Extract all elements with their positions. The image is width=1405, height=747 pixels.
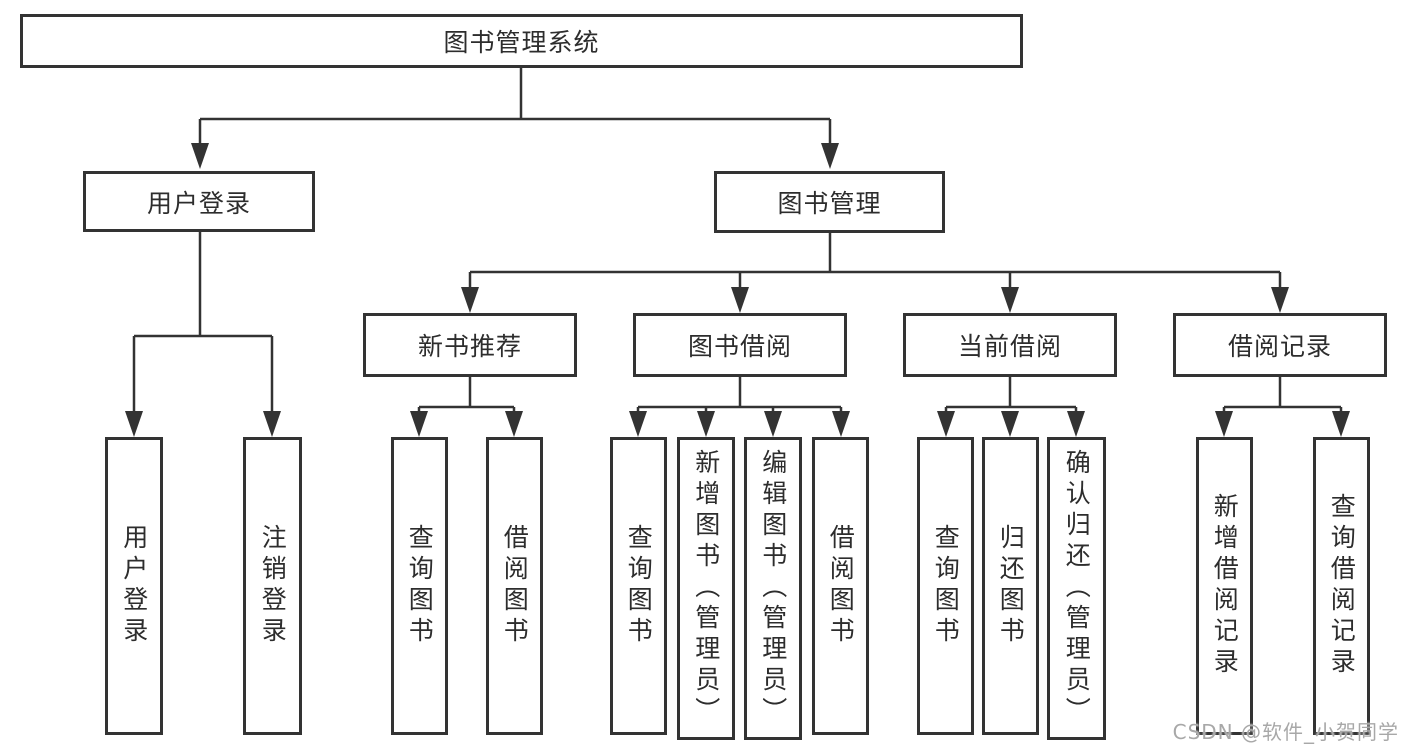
node-label: 确认归还（管理员） — [1062, 449, 1092, 728]
leaf-bb-query-books: 查询图书 — [610, 437, 667, 735]
node-user-login: 用户登录 — [83, 171, 315, 232]
node-label: 新增借阅记录 — [1210, 493, 1240, 679]
leaf-rec-query-books: 查询图书 — [391, 437, 448, 735]
leaf-br-query-record: 查询借阅记录 — [1313, 437, 1370, 735]
leaf-br-add-record: 新增借阅记录 — [1196, 437, 1253, 735]
watermark: CSDN @软件_小贺同学 — [1172, 720, 1399, 744]
node-label: 图书管理 — [777, 189, 882, 218]
arrow-heads — [125, 143, 1350, 437]
node-label: 借阅图书 — [826, 524, 856, 648]
leaf-logout: 注销登录 — [243, 437, 302, 735]
node-book-management: 图书管理 — [714, 171, 945, 233]
node-current-borrow: 当前借阅 — [903, 313, 1117, 377]
node-label: 当前借阅 — [957, 332, 1062, 361]
node-label: 图书管理系统 — [443, 28, 600, 57]
node-label: 归还图书 — [996, 524, 1026, 648]
node-label: 用户登录 — [119, 524, 149, 648]
leaf-cb-return-books: 归还图书 — [982, 437, 1039, 735]
node-label: 查询借阅记录 — [1327, 493, 1357, 679]
node-label: 新书推荐 — [417, 332, 522, 361]
node-root: 图书管理系统 — [20, 14, 1023, 68]
leaf-user-login: 用户登录 — [105, 437, 163, 735]
node-label: 注销登录 — [258, 524, 288, 648]
leaf-rec-borrow-books: 借阅图书 — [486, 437, 543, 735]
node-label: 查询图书 — [931, 524, 961, 648]
node-label: 借阅记录 — [1227, 332, 1332, 361]
node-label: 查询图书 — [405, 524, 435, 648]
node-borrow-records: 借阅记录 — [1173, 313, 1387, 377]
node-new-book-recommend: 新书推荐 — [363, 313, 577, 377]
leaf-bb-add-books: 新增图书（管理员） — [677, 437, 735, 740]
node-label: 借阅图书 — [500, 524, 530, 648]
node-label: 编辑图书（管理员） — [758, 449, 788, 728]
leaf-cb-query-books: 查询图书 — [917, 437, 974, 735]
leaf-bb-edit-books: 编辑图书（管理员） — [744, 437, 802, 740]
node-label: 查询图书 — [624, 524, 654, 648]
node-book-borrow: 图书借阅 — [633, 313, 847, 377]
node-label: 用户登录 — [146, 188, 251, 218]
node-label: 图书借阅 — [687, 332, 792, 361]
node-label: 新增图书（管理员） — [691, 449, 721, 728]
leaf-bb-borrow-books: 借阅图书 — [812, 437, 869, 735]
leaf-cb-confirm-return: 确认归还（管理员） — [1047, 437, 1106, 740]
